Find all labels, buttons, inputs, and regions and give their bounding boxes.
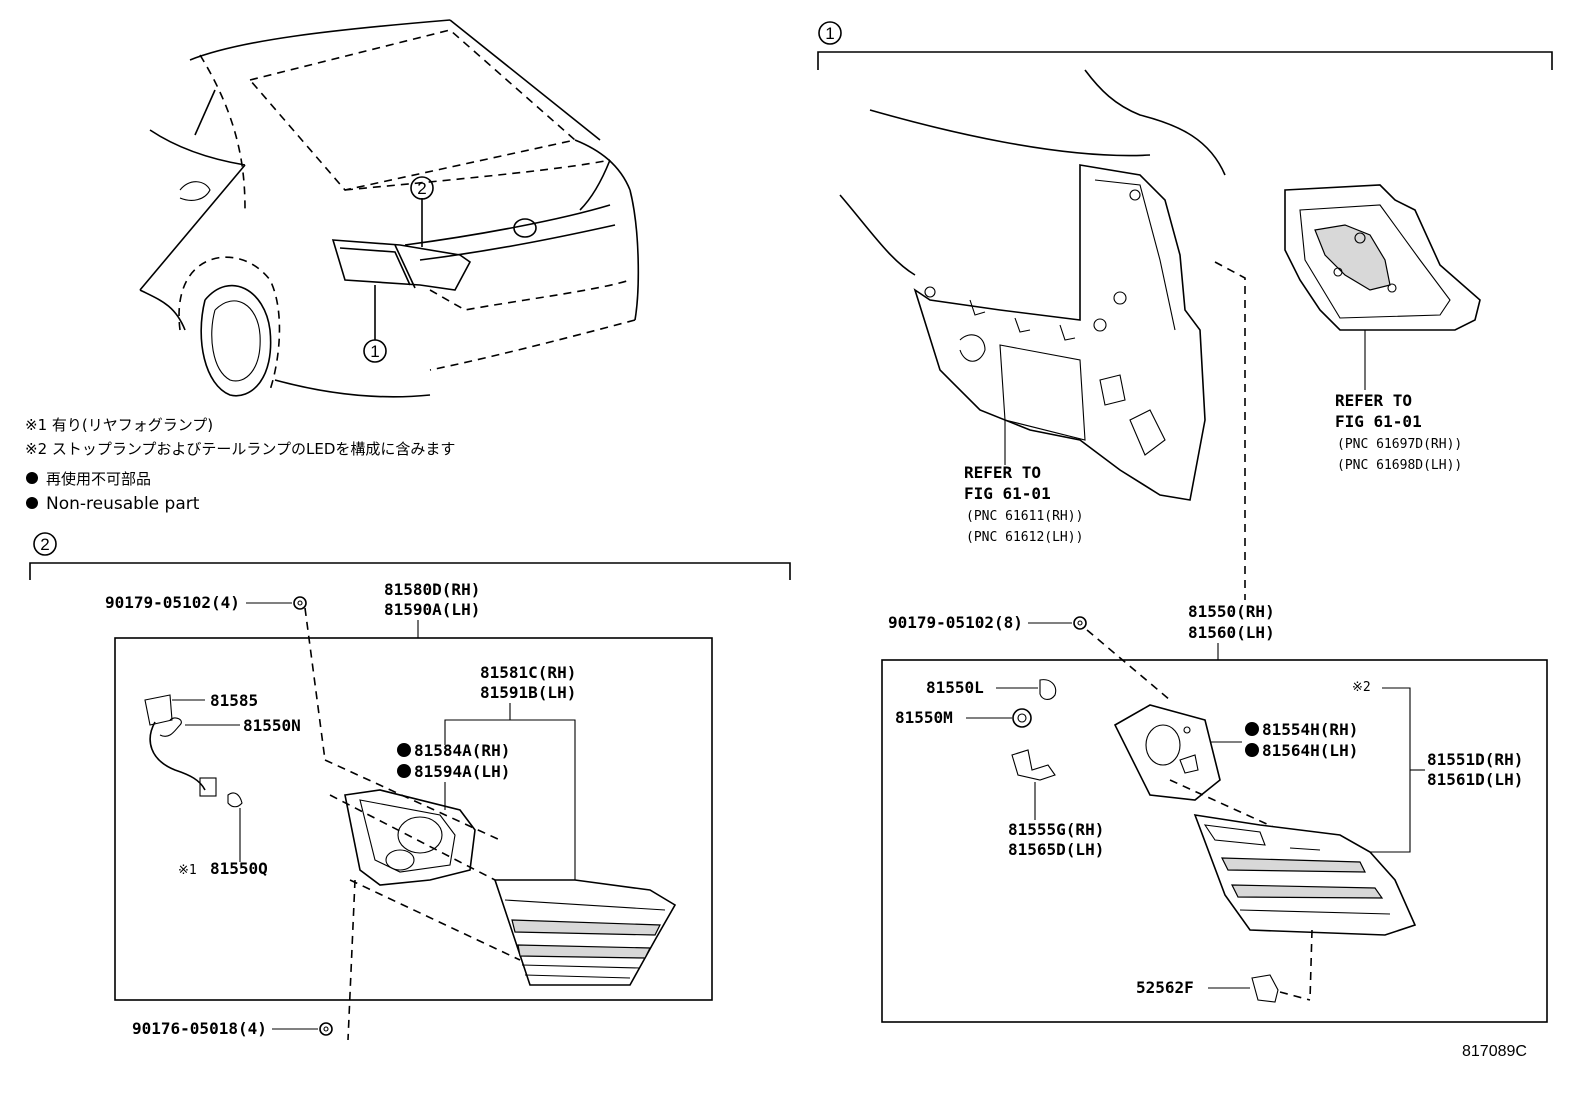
label-lens-rh: 81551D(RH) [1427, 750, 1523, 769]
label-gasket-rh: 81584A(RH) [414, 741, 510, 760]
panel-1-callout: 1 [825, 24, 834, 43]
label-lens-lh: 81561D(LH) [1427, 770, 1523, 789]
nonreusable-dot-icon [397, 743, 411, 757]
label-clip: 52562F [1136, 978, 1194, 997]
label-main-lh: 81590A(LH) [384, 600, 480, 619]
note-nonreusable-jp: 再使用不可部品 [46, 470, 151, 488]
label-bulb-q: 81550Q [210, 859, 268, 878]
label-lens-lh: 81591B(LH) [480, 683, 576, 702]
label-bulb-n: 81550N [243, 716, 301, 735]
label-refer-right-1: REFER TO [1335, 391, 1412, 410]
label-gasket-lh: 81564H(LH) [1262, 741, 1358, 760]
bullet-icon [26, 472, 38, 484]
label-screw: 90179-05102(8) [888, 613, 1023, 632]
figure-id: 817089C [1462, 1043, 1527, 1060]
nonreusable-dot-icon [1245, 722, 1259, 736]
label-refer-left-1: REFER TO [964, 463, 1041, 482]
nonreusable-dot-icon [397, 764, 411, 778]
label-bracket-lh: 81565D(LH) [1008, 840, 1104, 859]
label-main-rh: 81580D(RH) [384, 580, 480, 599]
note-nonreusable-en: Non-reusable part [46, 494, 200, 514]
panel-1-outer-lamp: 1 REFER TO FIG 61-01 (PNC 61611(RH)) (PN… [817, 21, 1553, 1023]
panel-2-callout: 2 [40, 535, 49, 554]
screw-icon [293, 596, 307, 610]
nonreusable-dot-icon [1245, 743, 1259, 757]
screw-icon [1073, 616, 1087, 630]
label-refer-right-2: FIG 61-01 [1335, 412, 1422, 431]
label-socket: 81585 [210, 691, 258, 710]
label-refer-left-2: FIG 61-01 [964, 484, 1051, 503]
label-fog-mark: ※1 [178, 863, 197, 878]
bullet-icon [26, 497, 38, 509]
clip-icon [1251, 974, 1279, 1003]
callout-2-circle [410, 176, 434, 200]
panel-1-box [881, 659, 1548, 1023]
label-screw-bottom: 90176-05018(4) [132, 1019, 267, 1038]
callout-1-circle [818, 21, 842, 45]
car-overview-illustration: 2 1 [139, 19, 640, 398]
callout-1-circle [363, 339, 387, 363]
panel-2-inner-lamp: 2 90179-05102(4) 81580D(RH) 81590A(LH) 8… [29, 532, 791, 1041]
bracket-icon [1011, 749, 1056, 781]
screw-icon [319, 1022, 333, 1036]
note-fog-lamp: ※1 有り(リヤフォグランプ) [25, 416, 213, 434]
label-pnc-left-rh: (PNC 61611(RH)) [966, 509, 1083, 524]
label-gasket-lh: 81594A(LH) [414, 762, 510, 781]
label-screw-top: 90179-05102(4) [105, 593, 240, 612]
label-main-lh: 81560(LH) [1188, 623, 1275, 642]
label-led-mark: ※2 [1352, 680, 1371, 695]
label-pnc-right-lh: (PNC 61698D(LH)) [1337, 458, 1462, 473]
label-pnc-right-rh: (PNC 61697D(RH)) [1337, 437, 1462, 452]
label-pnc-left-lh: (PNC 61612(LH)) [966, 530, 1083, 545]
label-bulb-l: 81550L [926, 678, 984, 697]
note-led: ※2 ストップランプおよびテールランプのLEDを構成に含みます [25, 440, 455, 458]
socket-icon [1012, 708, 1032, 728]
label-bracket-rh: 81555G(RH) [1008, 820, 1104, 839]
label-lens-rh: 81581C(RH) [480, 663, 576, 682]
label-gasket-rh: 81554H(RH) [1262, 720, 1358, 739]
label-socket-m: 81550M [895, 708, 953, 727]
panel-2-box [114, 637, 713, 1001]
callout-2-label: 2 [417, 179, 426, 198]
callout-1-label: 1 [370, 342, 379, 361]
bulb-icon [1039, 679, 1057, 700]
label-main-rh: 81550(RH) [1188, 602, 1275, 621]
callout-2-circle [33, 532, 57, 556]
notes-block: ※1 有り(リヤフォグランプ) ※2 ストップランプおよびテールランプのLEDを… [25, 416, 455, 514]
